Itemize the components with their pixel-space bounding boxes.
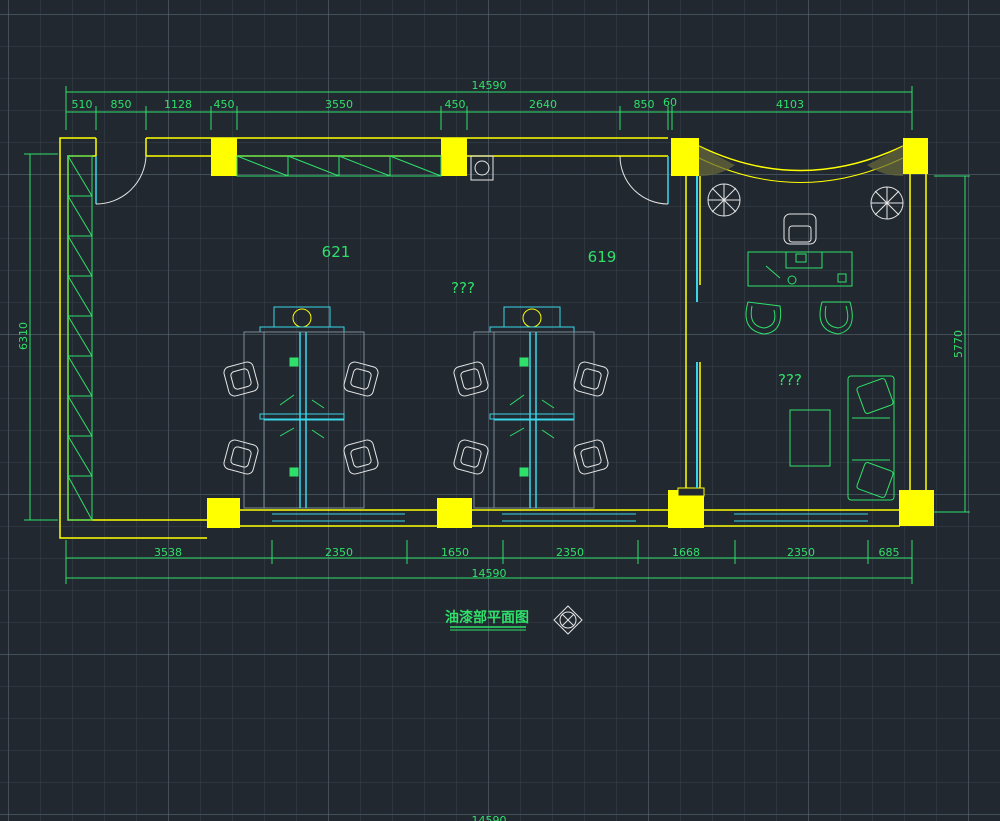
top-dim-3: 1128 <box>164 98 192 111</box>
top-dim-9: 60 <box>663 96 677 109</box>
chair-icon <box>453 439 489 475</box>
plant-icon <box>707 183 741 217</box>
workstation-cluster-left <box>243 306 365 509</box>
top-dim-6: 450 <box>445 98 466 111</box>
right-height-dim: 5770 <box>952 330 965 358</box>
top-dim-8: 850 <box>634 98 655 111</box>
bottom-dim-6: 2350 <box>787 546 815 559</box>
chair-icon <box>573 361 609 397</box>
bottom-dimension-chain <box>65 540 913 584</box>
top-dim-1: 510 <box>72 98 93 111</box>
floor-drain <box>470 155 494 181</box>
top-dim-10: 4103 <box>776 98 804 111</box>
bottom-dim-5: 1668 <box>672 546 700 559</box>
bottom-dim-3: 1650 <box>441 546 469 559</box>
exterior-walls <box>59 137 927 539</box>
chair-icon <box>343 439 379 475</box>
executive-chair <box>783 213 817 245</box>
bottom-dim-1: 3538 <box>154 546 182 559</box>
coffee-table <box>789 409 831 467</box>
chair-icon <box>343 361 379 397</box>
top-dim-5: 3550 <box>325 98 353 111</box>
drawing-title: 油漆部平面图 <box>445 609 529 626</box>
top-dimension-chain <box>65 86 913 130</box>
guest-chairs <box>745 301 853 335</box>
bottom-dim-2: 2350 <box>325 546 353 559</box>
top-dim-2: 850 <box>111 98 132 111</box>
workstation-cluster-right <box>473 306 595 509</box>
room-label-left: 621 <box>322 243 351 261</box>
chair-icon <box>223 361 259 397</box>
compass-icon <box>553 605 583 635</box>
top-dim-4: 450 <box>214 98 235 111</box>
bottom-total-dim: 14590 <box>472 567 507 580</box>
chair-icon <box>573 439 609 475</box>
top-dim-7: 2640 <box>529 98 557 111</box>
left-height-dim: 6310 <box>17 322 30 350</box>
cut-off-dim: 14590 <box>472 814 507 821</box>
structural-columns <box>207 138 934 528</box>
column-step <box>677 487 705 497</box>
sofa-icon <box>847 375 895 501</box>
bottom-dim-7: 685 <box>879 546 900 559</box>
left-storage-cabinet <box>67 155 93 521</box>
open-area-label: ??? <box>451 279 475 297</box>
door-right <box>619 155 669 205</box>
door-left <box>95 155 147 205</box>
desk-icon <box>747 251 853 287</box>
curved-window <box>698 145 904 183</box>
chair-icon <box>223 439 259 475</box>
plant-icon <box>870 186 904 220</box>
bottom-dim-4: 2350 <box>556 546 584 559</box>
room-label-middle: 619 <box>588 248 617 266</box>
chair-icon <box>453 361 489 397</box>
office-label: ??? <box>778 371 802 389</box>
top-wall-cabinet <box>236 155 442 177</box>
task-chairs <box>223 361 609 475</box>
top-total-dim: 14590 <box>472 79 507 92</box>
bottom-glazing <box>272 513 868 522</box>
right-dimension <box>934 175 970 513</box>
left-dimension <box>24 153 58 521</box>
